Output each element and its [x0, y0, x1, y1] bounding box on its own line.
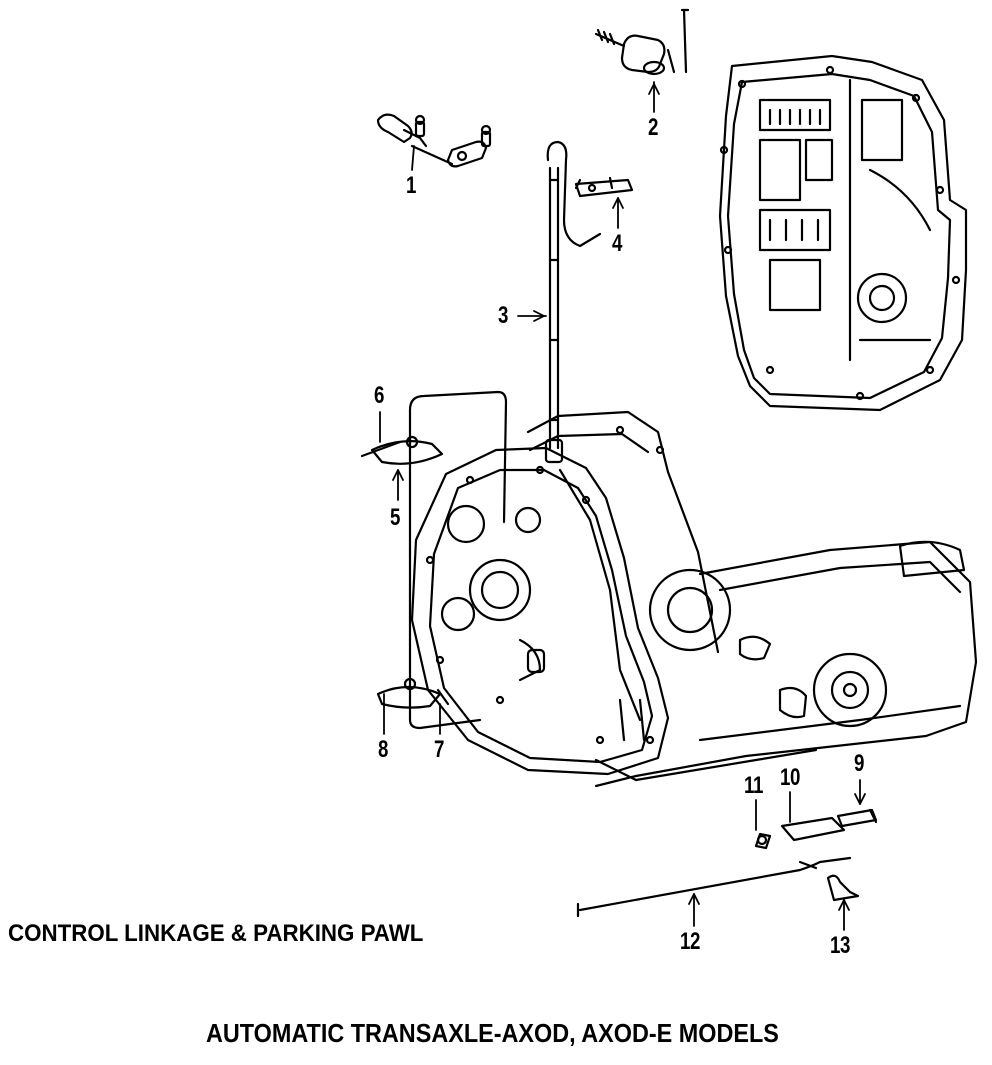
parts-9-13-parking-pawl: [576, 808, 878, 918]
callout-2: 2: [648, 114, 659, 141]
callout-leaders: [379, 81, 866, 931]
callout-7: 7: [434, 736, 445, 763]
part-1-linkage-bracket: [376, 113, 492, 168]
diagram-title: AUTOMATIC TRANSAXLE-AXOD, AXOD-E MODELS: [206, 1018, 779, 1048]
section-title: CONTROL LINKAGE & PARKING PAWL: [8, 920, 424, 947]
callout-3: 3: [498, 302, 509, 329]
valve-body-cover: [718, 54, 968, 412]
callout-12: 12: [680, 928, 701, 955]
transaxle-case: [410, 410, 978, 788]
part-4-clip: [574, 176, 634, 198]
part-3-shift-rod: [544, 140, 602, 464]
callout-9: 9: [854, 750, 865, 777]
callout-4: 4: [612, 230, 623, 257]
part-2-switch: [594, 8, 690, 76]
callout-5: 5: [390, 504, 401, 531]
callout-8: 8: [378, 736, 389, 763]
callout-6: 6: [374, 382, 385, 409]
callout-10: 10: [780, 764, 801, 791]
callout-13: 13: [830, 932, 851, 959]
callout-11: 11: [744, 772, 764, 799]
callout-1: 1: [406, 172, 417, 199]
